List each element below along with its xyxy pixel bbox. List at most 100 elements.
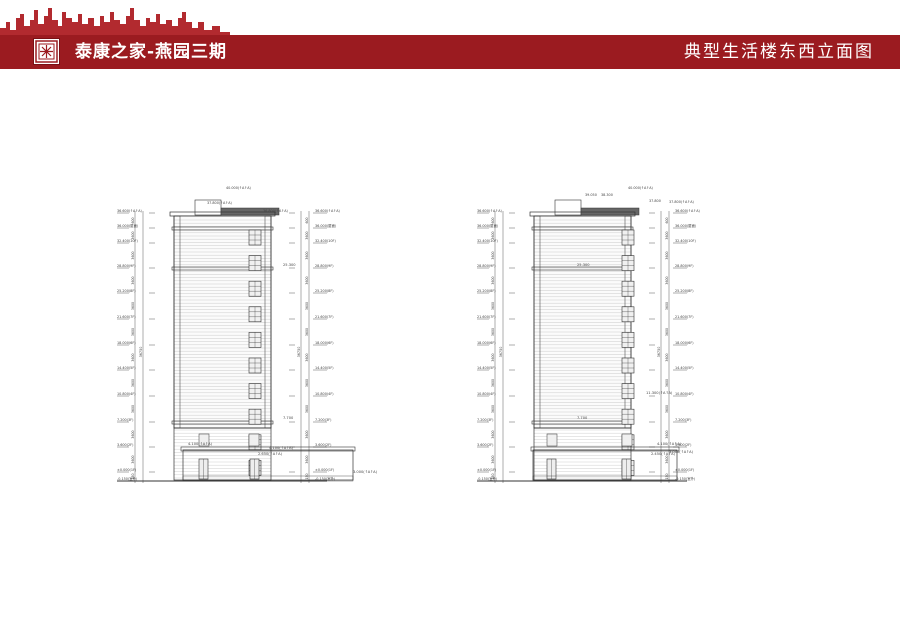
level-label-left: 3.600(2F): [477, 443, 494, 447]
elevation-dim-label: 4.100(↑A↑A): [188, 442, 213, 446]
level-label-left: 7.200(3F): [117, 418, 134, 422]
level-label-right: 21.600(7F): [315, 315, 334, 319]
roof-parapet-dark: [580, 207, 640, 216]
elevation-dim-label: 3.000(↑A↑A): [353, 470, 378, 474]
level-label-left: 32.400(10F): [117, 239, 138, 243]
elevation-left: 36.600(↑A↑A)36.600(↑A↑A)36.000(屋面)36.000…: [117, 186, 378, 483]
level-label-right: 28.800(9F): [315, 264, 334, 268]
level-label-left: 10.800(4F): [117, 392, 136, 396]
level-label-left: 28.800(9F): [117, 264, 136, 268]
floor-dim-left: 3600: [491, 302, 495, 310]
level-label-left: 36.000(屋面): [477, 223, 499, 228]
floor-dim-right: 3600: [305, 231, 309, 239]
string-course: [171, 266, 274, 271]
level-label-left: 36.000(屋面): [117, 223, 139, 228]
level-label-right: 36.000(屋面): [315, 223, 337, 228]
level-label-left: 25.200(8F): [477, 289, 496, 293]
elevation-right: 36.600(↑A↑A)36.600(↑A↑A)36.000(屋面)36.000…: [477, 186, 701, 483]
level-label-right: 25.200(8F): [675, 289, 694, 293]
floor-dim-right: 3600: [305, 353, 309, 361]
project-title: 泰康之家-燕园三期: [75, 42, 228, 62]
roof-stair-tower: [554, 199, 582, 216]
level-label-right: 28.800(9F): [675, 264, 694, 268]
drawing-title: 典型生活楼东西立面图: [684, 42, 874, 62]
overall-height-left: 36750: [139, 347, 143, 358]
overall-height-right: 36750: [657, 347, 661, 358]
roof-parapet-dark: [220, 207, 280, 216]
level-label-right: 14.400(5F): [315, 366, 334, 370]
elevation-dim-label: 2.450(↑A↑A): [651, 452, 676, 456]
base-window: [621, 433, 633, 447]
floor-dim-right: 3600: [665, 251, 669, 259]
level-label-right: 21.600(7F): [675, 315, 694, 319]
level-label-left: 14.400(5F): [477, 366, 496, 370]
level-label-right: 10.800(4F): [315, 392, 334, 396]
level-label-left: 21.600(7F): [477, 315, 496, 319]
roof-elevation-label: 38.300: [601, 193, 613, 197]
base-window: [248, 433, 260, 447]
floor-dim-left: 3600: [491, 251, 495, 259]
floor-dim-right: 3600: [665, 231, 669, 239]
floor-dim-right: 3600: [665, 455, 669, 463]
level-label-left: 21.600(7F): [117, 315, 136, 319]
floor-dim-left: 3600: [491, 328, 495, 336]
elevation-dim-label: 3.000(↑A↑A): [669, 450, 694, 454]
floor-dim-left: 3600: [131, 379, 135, 387]
level-label-right: 3.600(2F): [315, 443, 332, 447]
floor-dim-right: 3600: [305, 430, 309, 438]
roof-elevation-label: 40.000(↑A↑A): [628, 186, 654, 190]
floor-dim-right: 3600: [305, 405, 309, 413]
roof-stair-tower: [194, 199, 222, 216]
elevation-dim-label: 25.300: [577, 263, 590, 267]
floor-dim-right: 3600: [305, 328, 309, 336]
roof-elevation-label: 37.800: [649, 199, 661, 203]
floor-dim-right: 3600: [305, 251, 309, 259]
level-label-left: 18.000(6F): [477, 341, 496, 345]
floor-dim-right: 600: [665, 217, 669, 223]
floor-dim-left: 3600: [131, 455, 135, 463]
string-course: [531, 226, 634, 231]
floor-dim-right: 600: [305, 217, 309, 223]
level-label-right: 32.400(10F): [315, 239, 336, 243]
level-label-left: 18.000(6F): [117, 341, 136, 345]
floor-dim-right: 3600: [305, 455, 309, 463]
header-banner: 泰康之家-燕园三期 典型生活楼东西立面图: [0, 35, 900, 69]
floor-dim-left: 150: [131, 473, 135, 479]
level-label-left: ±0.000(1F): [117, 468, 137, 472]
floor-dim-right: 3600: [665, 379, 669, 387]
overall-height-left: 36750: [499, 347, 503, 358]
floor-dim-right: 3600: [305, 379, 309, 387]
level-label-right: 25.200(8F): [315, 289, 334, 293]
level-label-right: 18.000(6F): [675, 341, 694, 345]
plinth: [532, 475, 678, 482]
floor-dim-right: 3600: [665, 430, 669, 438]
level-label-left: 36.600(↑A↑A): [117, 209, 143, 213]
level-label-right: 14.400(5F): [675, 366, 694, 370]
floor-dim-left: 3600: [491, 379, 495, 387]
tower-body: [533, 215, 632, 429]
level-label-right: 7.200(3F): [675, 418, 692, 422]
floor-dim-right: 150: [305, 473, 309, 479]
elevation-dim-label: 7.700: [577, 416, 588, 420]
base-window: [198, 433, 210, 447]
level-label-right: 10.800(4F): [675, 392, 694, 396]
floor-dim-right: 3600: [305, 302, 309, 310]
elevation-dim-label: 2.650(↑A↑A): [258, 452, 283, 456]
level-label-left: 25.200(8F): [117, 289, 136, 293]
floor-dim-right: 3600: [665, 276, 669, 284]
level-label-right: 32.400(10F): [675, 239, 696, 243]
string-course: [171, 420, 274, 425]
floor-dim-left: 3600: [131, 353, 135, 361]
base-window: [546, 433, 558, 447]
roof-elevation-label: 40.000(↑A↑A): [226, 186, 252, 190]
roof-elevation-label: 39.050: [585, 193, 597, 197]
floor-dim-right: 3600: [305, 276, 309, 284]
floor-dim-left: 3600: [491, 455, 495, 463]
roof-elevation-label: 36.800(↑A↑A): [263, 209, 289, 213]
level-label-left: ±0.000(1F): [477, 468, 497, 472]
level-label-left: 14.400(5F): [117, 366, 136, 370]
roof-elevation-label: 37.800(↑A↑A): [669, 200, 695, 204]
floor-dim-left: 3600: [131, 405, 135, 413]
level-label-right: 7.200(3F): [315, 418, 332, 422]
floor-dim-left: 3600: [131, 251, 135, 259]
